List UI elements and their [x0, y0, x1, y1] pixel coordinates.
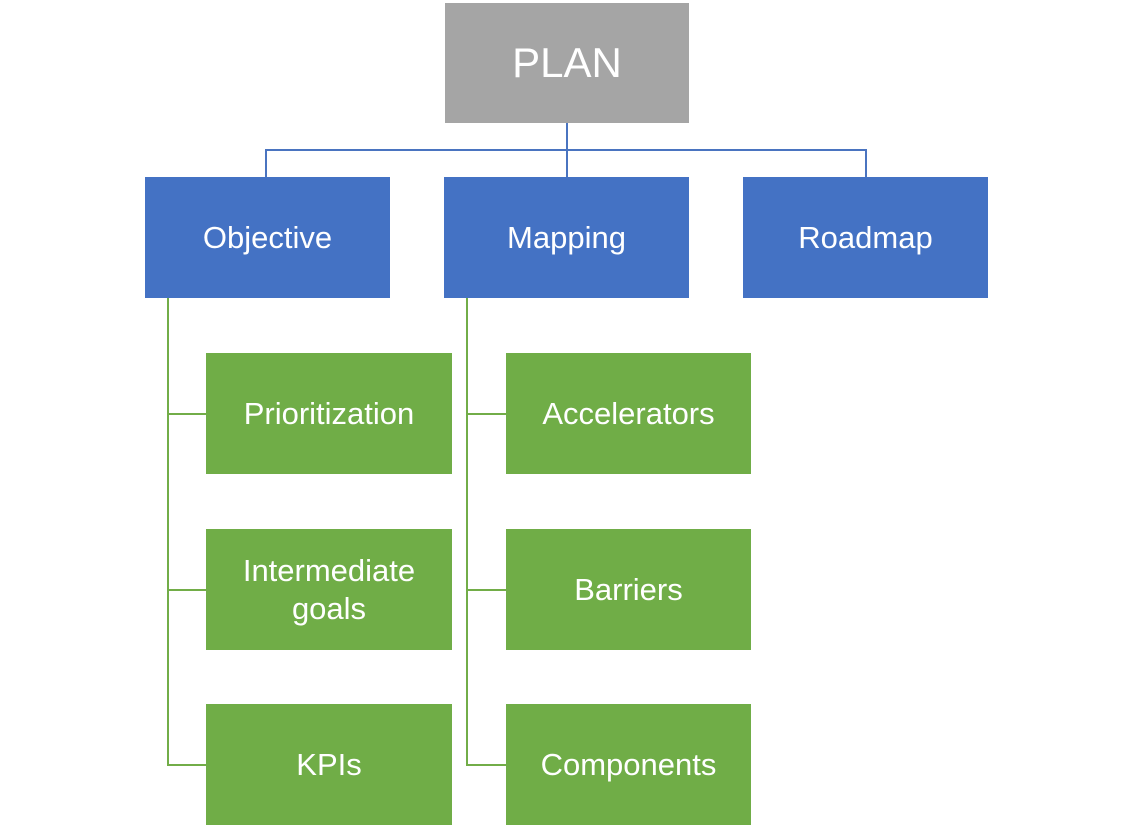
branch-node-mapping: Mapping	[444, 177, 689, 298]
connector-objective-vertical	[167, 298, 169, 765]
branch-node-label: Mapping	[507, 219, 626, 255]
leaf-node-intermediate-goals: Intermediate goals	[206, 529, 452, 650]
connector-to-components	[466, 764, 506, 766]
leaf-node-accelerators: Accelerators	[506, 353, 751, 474]
leaf-node-label: KPIs	[296, 746, 362, 782]
connector-to-accelerators	[466, 413, 506, 415]
root-node-label: PLAN	[512, 38, 622, 86]
leaf-node-kpis: KPIs	[206, 704, 452, 825]
connector-to-roadmap	[865, 149, 867, 177]
leaf-node-label: Components	[540, 746, 717, 782]
connector-to-objective	[265, 149, 267, 177]
connector-to-intermediate-goals	[167, 589, 206, 591]
connector-root-down	[566, 123, 568, 150]
leaf-node-label: Accelerators	[542, 395, 715, 431]
connector-to-prioritization	[167, 413, 206, 415]
leaf-node-barriers: Barriers	[506, 529, 751, 650]
branch-node-label: Objective	[202, 219, 333, 255]
branch-node-objective: Objective	[145, 177, 390, 298]
leaf-node-prioritization: Prioritization	[206, 353, 452, 474]
leaf-node-label: Prioritization	[243, 395, 415, 431]
root-node-plan: PLAN	[445, 3, 689, 123]
leaf-node-components: Components	[506, 704, 751, 825]
leaf-node-label: Intermediate goals	[242, 553, 416, 626]
leaf-node-label: Barriers	[574, 571, 683, 607]
connector-to-kpis	[167, 764, 206, 766]
connector-to-barriers	[466, 589, 506, 591]
branch-node-roadmap: Roadmap	[743, 177, 988, 298]
connector-to-mapping	[566, 149, 568, 177]
branch-node-label: Roadmap	[798, 219, 933, 255]
connector-mapping-vertical	[466, 298, 468, 765]
